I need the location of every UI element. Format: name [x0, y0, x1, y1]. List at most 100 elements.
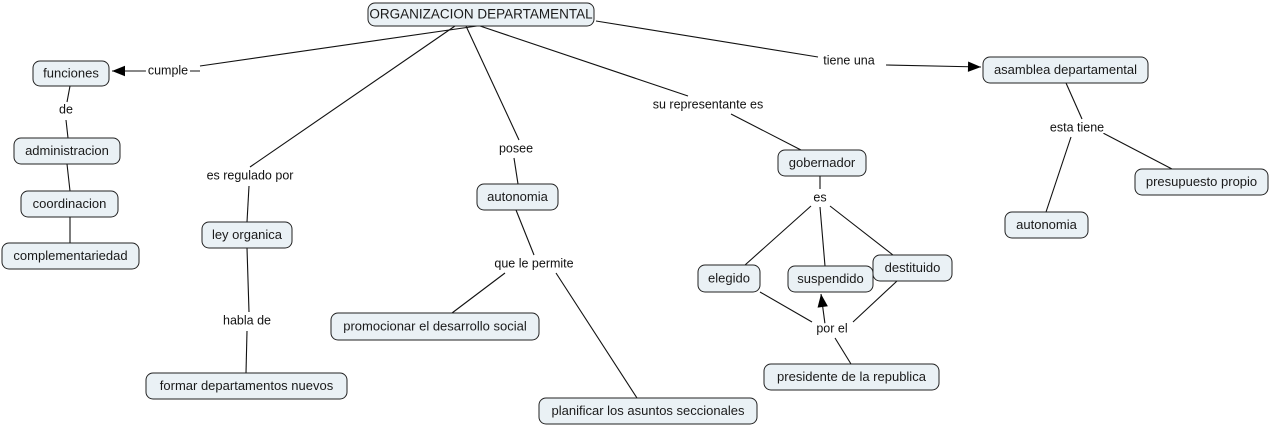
link-label: esta tiene — [1050, 120, 1104, 134]
arrow-head-icon — [967, 61, 981, 72]
link-label: cumple — [148, 63, 188, 77]
link-segment — [451, 272, 506, 314]
node-box[interactable] — [538, 397, 758, 425]
node-box[interactable] — [20, 190, 119, 218]
node-label: funciones — [43, 65, 99, 80]
link-segment — [66, 85, 71, 103]
link-plain-2 — [66, 163, 71, 192]
node-box[interactable] — [872, 254, 953, 282]
link-de — [65, 85, 71, 139]
node-funciones[interactable]: funciones — [32, 60, 110, 87]
node-label: promocionar el desarrollo social — [343, 318, 527, 333]
link-label-halo: habla de — [223, 313, 271, 327]
node-label: gobernador — [789, 155, 856, 170]
node-box[interactable] — [201, 221, 293, 249]
link-segment — [246, 185, 250, 223]
node-coordinacion[interactable]: coordinacion — [20, 190, 119, 218]
link-label: tiene una — [823, 53, 874, 67]
link-segment — [555, 272, 638, 399]
link-segment — [1102, 132, 1173, 170]
link-arrow-shaft — [885, 64, 982, 68]
node-box[interactable] — [1004, 211, 1089, 239]
link-segment — [513, 157, 519, 185]
node-box[interactable] — [777, 149, 867, 177]
node-box[interactable] — [145, 372, 348, 400]
link-label: por el — [816, 321, 847, 335]
node-box[interactable] — [367, 2, 595, 27]
link-label-halo: tiene una — [823, 53, 874, 67]
node-destituido[interactable]: destituido — [872, 254, 953, 282]
link-label: su representante es — [653, 97, 764, 111]
node-label: destituido — [885, 260, 941, 275]
node-box[interactable] — [982, 56, 1149, 84]
node-box[interactable] — [13, 137, 121, 165]
node-label: autonomia — [1016, 217, 1077, 232]
link-label: posee — [499, 141, 533, 155]
link-segment — [246, 247, 250, 313]
node-box[interactable] — [476, 183, 559, 211]
link-por-el — [759, 280, 898, 365]
node-box[interactable] — [787, 265, 874, 293]
node-asamblea[interactable]: asamblea departamental — [982, 56, 1149, 84]
link-label: que le permite — [494, 256, 573, 270]
node-presidente[interactable]: presidente de la republica — [763, 363, 940, 391]
node-label: autonomia — [487, 189, 548, 204]
node-label: ORGANIZACION DEPARTAMENTAL — [369, 7, 593, 22]
node-presupuesto[interactable]: presupuesto propio — [1134, 168, 1269, 196]
node-box[interactable] — [1, 242, 140, 270]
node-organizacion[interactable]: ORGANIZACION DEPARTAMENTAL — [367, 2, 595, 27]
link-tiene-una — [595, 20, 982, 72]
link-segment — [479, 25, 689, 97]
node-box[interactable] — [763, 363, 940, 391]
link-label-halo: esta tiene — [1050, 120, 1104, 134]
node-suspendido[interactable]: suspendido — [787, 265, 874, 293]
link-segment — [249, 25, 456, 168]
node-label: coordinacion — [33, 196, 107, 211]
node-planificar[interactable]: planificar los asuntos seccionales — [538, 397, 758, 425]
link-segment — [759, 291, 813, 323]
node-autonomia[interactable]: autonomia — [476, 183, 559, 211]
link-es-regulado-por — [246, 25, 456, 223]
link-segment — [1065, 82, 1083, 120]
node-elegido[interactable]: elegido — [697, 264, 761, 293]
node-formar-departamentos[interactable]: formar departamentos nuevos — [145, 372, 348, 400]
node-box[interactable] — [1134, 168, 1269, 196]
links-layer — [65, 20, 1173, 399]
node-label: administracion — [25, 143, 109, 158]
node-label: presidente de la republica — [777, 369, 927, 384]
node-label: presupuesto propio — [1146, 174, 1257, 189]
node-label: asamblea departamental — [994, 62, 1137, 77]
link-que-le-permite — [451, 209, 638, 399]
link-label-halo: es — [813, 190, 826, 204]
link-segment — [465, 25, 520, 141]
node-promocionar[interactable]: promocionar el desarrollo social — [330, 312, 540, 341]
node-administracion[interactable]: administracion — [13, 137, 121, 165]
link-label: es regulado por — [207, 168, 294, 182]
link-label-halo: por el — [816, 321, 847, 335]
arrow-head-icon — [817, 294, 828, 308]
node-complementariedad[interactable]: complementariedad — [1, 242, 140, 270]
link-su-representante-es — [479, 25, 802, 151]
link-label-halo: es regulado por — [207, 168, 294, 182]
node-ley-organica[interactable]: ley organica — [201, 221, 293, 249]
node-gobernador[interactable]: gobernador — [777, 149, 867, 177]
link-segment — [66, 163, 71, 192]
link-label: es — [813, 190, 826, 204]
link-segment — [65, 119, 69, 139]
link-segment — [199, 25, 478, 67]
link-posee — [465, 25, 520, 185]
node-label: complementariedad — [13, 248, 127, 263]
link-label: habla de — [223, 313, 271, 327]
link-segment — [730, 113, 802, 151]
node-box[interactable] — [697, 264, 761, 293]
link-segment — [245, 330, 248, 374]
link-label-halo: su representante es — [653, 97, 764, 111]
node-autonomia2[interactable]: autonomia — [1004, 211, 1089, 239]
node-box[interactable] — [330, 312, 540, 341]
link-segment — [829, 205, 894, 256]
node-box[interactable] — [32, 60, 110, 87]
